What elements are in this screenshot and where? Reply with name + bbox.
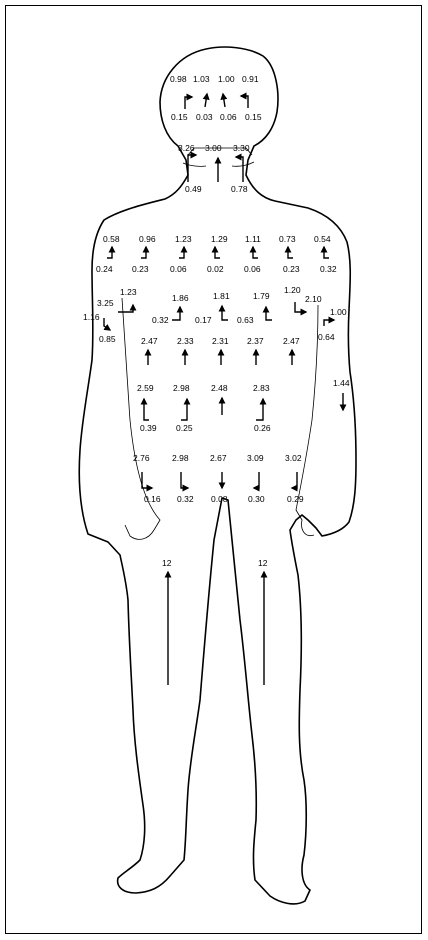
svg-text:2.10: 2.10 <box>305 294 322 304</box>
svg-text:0.02: 0.02 <box>207 264 224 274</box>
svg-text:1.03: 1.03 <box>193 74 210 84</box>
svg-text:3.26: 3.26 <box>178 143 195 153</box>
svg-text:0.39: 0.39 <box>140 423 157 433</box>
svg-text:2.67: 2.67 <box>210 453 227 463</box>
right-arm-labels: 1.20 2.10 1.00 0.64 <box>284 285 347 342</box>
svg-text:12: 12 <box>258 558 268 568</box>
svg-text:0.06: 0.06 <box>170 264 187 274</box>
svg-text:0.54: 0.54 <box>314 234 331 244</box>
svg-text:0.24: 0.24 <box>96 264 113 274</box>
svg-text:1.16: 1.16 <box>83 312 100 322</box>
svg-text:0.06: 0.06 <box>220 112 237 122</box>
svg-text:0.32: 0.32 <box>320 264 337 274</box>
svg-text:3.25: 3.25 <box>97 298 114 308</box>
svg-text:2.31: 2.31 <box>212 336 229 346</box>
svg-text:0.03: 0.03 <box>196 112 213 122</box>
leg-labels: 12 12 <box>162 558 268 568</box>
svg-text:0.16: 0.16 <box>144 494 161 504</box>
svg-text:2.98: 2.98 <box>173 383 190 393</box>
svg-text:2.83: 2.83 <box>253 383 270 393</box>
neck-labels: 3.26 3.00 3.30 0.49 0.78 <box>178 143 250 194</box>
svg-text:0.63: 0.63 <box>237 315 254 325</box>
row-a-labels: 2.47 2.33 2.31 2.37 2.47 <box>141 336 300 346</box>
svg-text:0.49: 0.49 <box>185 184 202 194</box>
svg-text:1.29: 1.29 <box>211 234 228 244</box>
right-forearm-label: 1.44 <box>333 378 350 388</box>
svg-text:0.23: 0.23 <box>283 264 300 274</box>
row-a-arrows <box>148 350 292 365</box>
svg-text:0.78: 0.78 <box>231 184 248 194</box>
left-arm-labels: 1.23 3.25 1.16 0.85 <box>83 287 137 344</box>
svg-text:0.73: 0.73 <box>279 234 296 244</box>
svg-text:1.00: 1.00 <box>330 307 347 317</box>
svg-text:3.02: 3.02 <box>285 453 302 463</box>
svg-text:0.58: 0.58 <box>103 234 120 244</box>
svg-text:0.08: 0.08 <box>211 494 228 504</box>
svg-text:0.25: 0.25 <box>176 423 193 433</box>
svg-text:2.33: 2.33 <box>177 336 194 346</box>
shoulder-top-labels: 0.58 0.96 1.23 1.29 1.11 0.73 0.54 <box>103 234 331 244</box>
row-c-arrows <box>142 472 297 488</box>
svg-text:0.15: 0.15 <box>171 112 188 122</box>
svg-text:0.32: 0.32 <box>152 315 169 325</box>
svg-text:1.11: 1.11 <box>245 234 261 244</box>
row-b-labels: 2.59 2.98 2.48 2.83 0.39 0.25 0.26 <box>137 383 271 433</box>
svg-text:3.00: 3.00 <box>205 143 222 153</box>
svg-text:3.30: 3.30 <box>233 143 250 153</box>
svg-text:0.64: 0.64 <box>318 332 335 342</box>
svg-text:2.59: 2.59 <box>137 383 154 393</box>
svg-text:0.85: 0.85 <box>99 334 116 344</box>
svg-text:0.32: 0.32 <box>177 494 194 504</box>
svg-text:1.79: 1.79 <box>253 291 270 301</box>
svg-text:2.76: 2.76 <box>133 453 150 463</box>
chest-labels: 1.86 1.81 1.79 0.32 0.17 0.63 <box>152 291 270 325</box>
head-arrows <box>185 94 248 109</box>
chest-arrows <box>172 306 272 320</box>
svg-text:0.30: 0.30 <box>248 494 265 504</box>
svg-text:12: 12 <box>162 558 172 568</box>
row-c-labels: 2.76 2.98 2.67 3.09 3.02 0.16 0.32 0.08 … <box>133 453 304 504</box>
svg-text:1.23: 1.23 <box>120 287 137 297</box>
right-arm-arrows <box>295 302 334 326</box>
svg-text:1.86: 1.86 <box>172 293 189 303</box>
svg-text:1.20: 1.20 <box>284 285 301 295</box>
head-top-labels: 0.98 1.03 1.00 0.91 <box>170 74 259 84</box>
svg-text:0.29: 0.29 <box>287 494 304 504</box>
svg-text:0.15: 0.15 <box>245 112 262 122</box>
svg-text:3.09: 3.09 <box>247 453 264 463</box>
svg-text:2.98: 2.98 <box>172 453 189 463</box>
svg-text:0.26: 0.26 <box>254 423 271 433</box>
shoulder-arrows <box>107 247 329 258</box>
svg-text:2.37: 2.37 <box>247 336 264 346</box>
svg-text:0.98: 0.98 <box>170 74 187 84</box>
svg-text:2.48: 2.48 <box>211 383 228 393</box>
svg-text:0.06: 0.06 <box>244 264 261 274</box>
svg-text:0.23: 0.23 <box>132 264 149 274</box>
svg-text:2.47: 2.47 <box>283 336 300 346</box>
shoulder-bottom-labels: 0.24 0.23 0.06 0.02 0.06 0.23 0.32 <box>96 264 337 274</box>
row-b-arrows <box>144 398 263 420</box>
neck-arrows <box>188 155 243 182</box>
leg-arrows <box>168 572 264 685</box>
svg-text:1.23: 1.23 <box>175 234 192 244</box>
head-bottom-labels: 0.15 0.03 0.06 0.15 <box>171 112 262 122</box>
left-arm-arrows <box>104 305 133 330</box>
svg-text:1.00: 1.00 <box>218 74 235 84</box>
svg-text:0.91: 0.91 <box>242 74 259 84</box>
svg-text:2.47: 2.47 <box>141 336 158 346</box>
svg-text:1.81: 1.81 <box>213 291 230 301</box>
svg-text:0.17: 0.17 <box>195 315 212 325</box>
svg-text:0.96: 0.96 <box>139 234 156 244</box>
